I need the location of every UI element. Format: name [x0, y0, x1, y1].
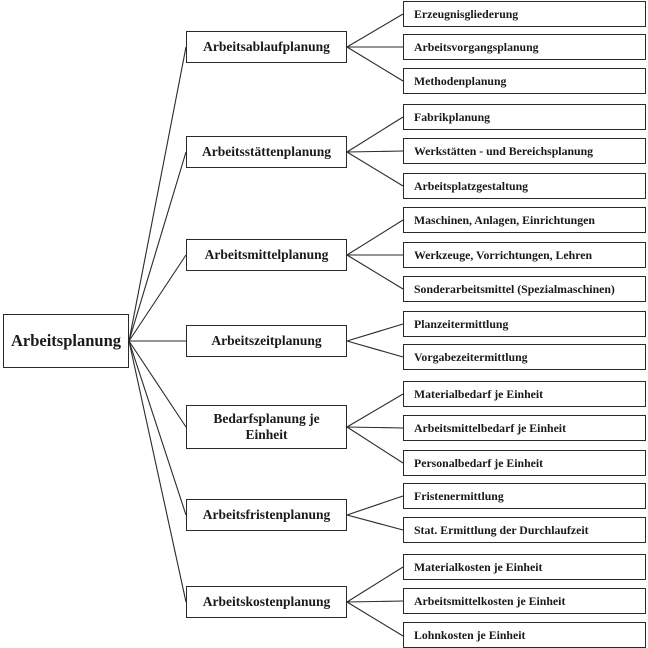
- leaf-node: Erzeugnisgliederung: [403, 1, 646, 27]
- leaf-node: Fristenermittlung: [403, 483, 646, 509]
- root-node: Arbeitsplanung: [3, 314, 129, 368]
- leaf-node: Arbeitsplatzgestaltung: [403, 173, 646, 199]
- group-label: Bedarfsplanung je Einheit: [213, 411, 320, 442]
- leaf-node: Personalbedarf je Einheit: [403, 450, 646, 476]
- group-node-bedarf: Bedarfsplanung je Einheit: [186, 405, 347, 449]
- leaf-label: Werkstätten - und Bereichsplanung: [414, 143, 594, 158]
- leaf-label: Fabrikplanung: [414, 109, 491, 124]
- leaf-node: Materialkosten je Einheit: [403, 554, 646, 580]
- leaf-node: Methodenplanung: [403, 68, 646, 94]
- group-node-zeit: Arbeitszeitplanung: [186, 325, 347, 357]
- leaf-node: Werkzeuge, Vorrichtungen, Lehren: [403, 242, 646, 268]
- leaf-label: Arbeitsmittelkosten je Einheit: [414, 593, 566, 608]
- group-label: Arbeitsstättenplanung: [201, 144, 331, 159]
- group-node-kosten: Arbeitskostenplanung: [186, 586, 347, 618]
- group-node-mittel: Arbeitsmittelplanung: [186, 239, 347, 271]
- leaf-label: Materialbedarf je Einheit: [414, 386, 544, 401]
- leaf-label: Arbeitsmittelbedarf je Einheit: [414, 420, 567, 435]
- leaf-node: Werkstätten - und Bereichsplanung: [403, 138, 646, 164]
- leaf-label: Lohnkosten je Einheit: [414, 627, 526, 642]
- leaf-label: Vorgabezeitermittlung: [414, 349, 528, 364]
- leaf-label: Arbeitsplatzgestaltung: [414, 178, 529, 193]
- group-label: Arbeitsmittelplanung: [204, 247, 329, 262]
- leaf-node: Arbeitsvorgangsplanung: [403, 34, 646, 60]
- leaf-node: Maschinen, Anlagen, Einrichtungen: [403, 207, 646, 233]
- leaf-node: Stat. Ermittlung der Durchlaufzeit: [403, 517, 646, 543]
- leaf-node: Planzeitermittlung: [403, 311, 646, 337]
- group-label: Arbeitszeitplanung: [211, 333, 322, 348]
- leaf-label: Stat. Ermittlung der Durchlaufzeit: [414, 522, 589, 537]
- leaf-label: Werkzeuge, Vorrichtungen, Lehren: [414, 247, 593, 262]
- group-node-staetten: Arbeitsstättenplanung: [186, 136, 347, 168]
- leaf-label: Methodenplanung: [414, 73, 507, 88]
- leaf-node: Lohnkosten je Einheit: [403, 622, 646, 648]
- leaf-label: Erzeugnisgliederung: [414, 6, 519, 21]
- leaf-label: Materialkosten je Einheit: [414, 559, 543, 574]
- leaf-node: Arbeitsmittelkosten je Einheit: [403, 588, 646, 614]
- group-label: Arbeitsfristenplanung: [202, 507, 331, 522]
- leaf-node: Materialbedarf je Einheit: [403, 381, 646, 407]
- leaf-node: Fabrikplanung: [403, 104, 646, 130]
- leaf-label: Fristenermittlung: [414, 488, 504, 503]
- leaf-node: Vorgabezeitermittlung: [403, 344, 646, 370]
- root-label: Arbeitsplanung: [10, 331, 122, 350]
- leaf-node: Sonderarbeitsmittel (Spezialmaschinen): [403, 276, 646, 302]
- leaf-label: Sonderarbeitsmittel (Spezialmaschinen): [414, 281, 615, 296]
- leaf-label: Arbeitsvorgangsplanung: [414, 39, 539, 54]
- leaf-label: Personalbedarf je Einheit: [414, 455, 544, 470]
- group-node-fristen: Arbeitsfristenplanung: [186, 499, 347, 531]
- group-node-ablauf: Arbeitsablaufplanung: [186, 31, 347, 63]
- group-label: Arbeitskostenplanung: [202, 594, 331, 609]
- group-label: Arbeitsablaufplanung: [203, 39, 330, 54]
- leaf-node: Arbeitsmittelbedarf je Einheit: [403, 415, 646, 441]
- leaf-label: Planzeitermittlung: [414, 316, 509, 331]
- leaf-label: Maschinen, Anlagen, Einrichtungen: [414, 212, 595, 227]
